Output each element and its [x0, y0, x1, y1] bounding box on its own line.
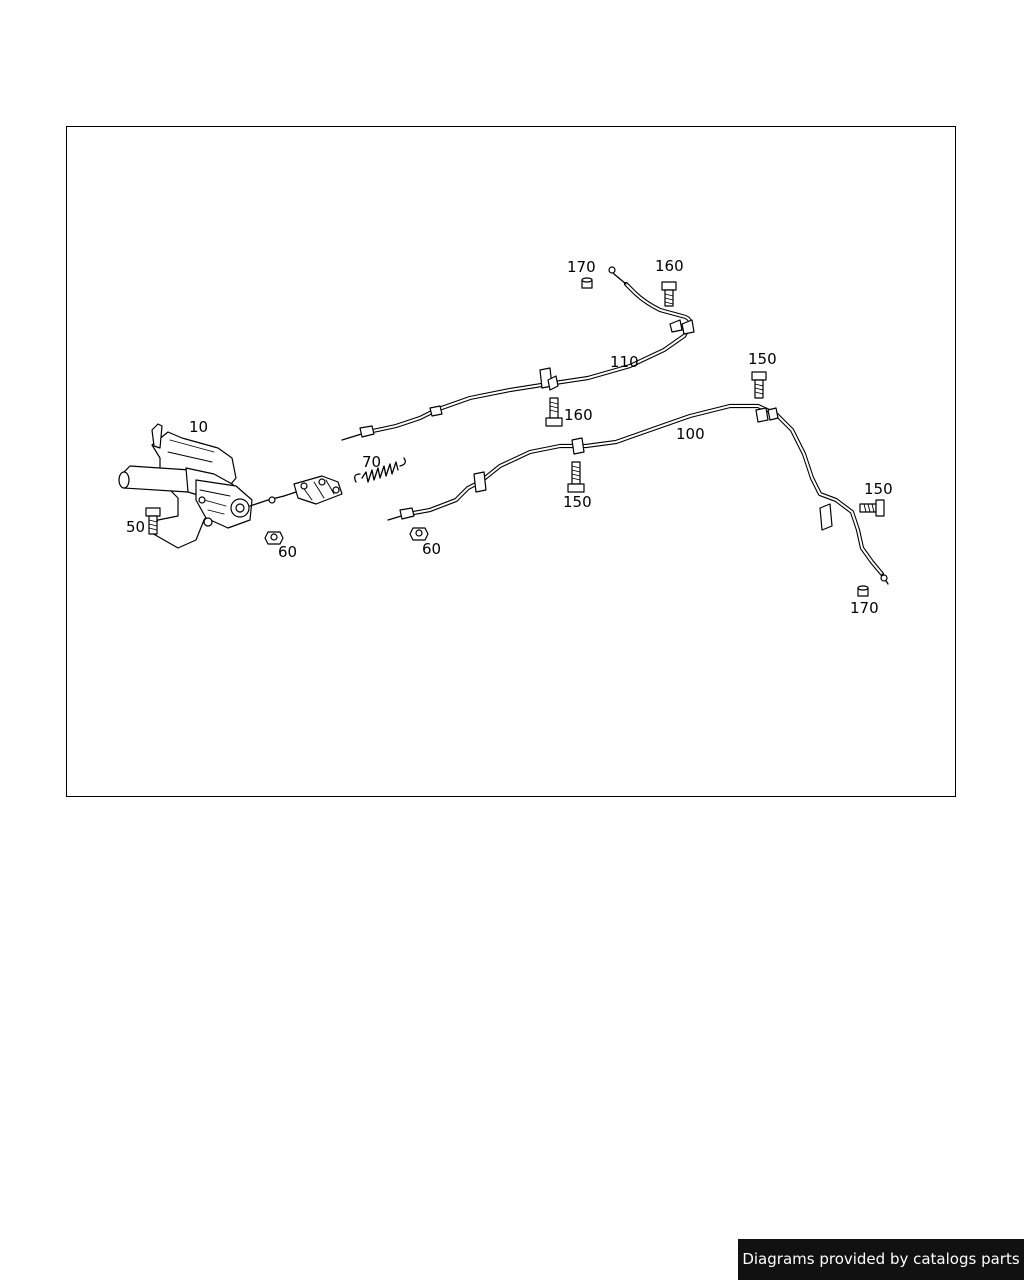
- cable-equalizer-block[interactable]: [283, 475, 343, 505]
- callout-60-right: 60: [422, 540, 441, 558]
- callout-100: 100: [676, 425, 705, 443]
- callout-110: 110: [610, 353, 639, 371]
- callout-70: 70: [362, 453, 381, 471]
- callout-170-top: 170: [567, 258, 596, 276]
- part-170-cap-bottom[interactable]: [857, 585, 869, 597]
- diagram-credit-badge: Diagrams provided by catalogs parts: [738, 1239, 1024, 1280]
- part-100-brake-cable-lower[interactable]: [387, 403, 889, 585]
- part-160-bolt-top[interactable]: [661, 281, 677, 307]
- callout-160-middle: 160: [564, 406, 593, 424]
- part-60-nut-left[interactable]: [264, 531, 284, 545]
- part-70-tension-spring[interactable]: [354, 457, 406, 483]
- callout-50: 50: [126, 518, 145, 536]
- callout-10: 10: [189, 418, 208, 436]
- part-150-bolt-middle[interactable]: [567, 461, 585, 493]
- part-50-bolt[interactable]: [145, 507, 161, 535]
- callout-160-top: 160: [655, 257, 684, 275]
- callout-150-middle: 150: [563, 493, 592, 511]
- callout-170-bottom: 170: [850, 599, 879, 617]
- part-10-brake-lever-assembly[interactable]: [118, 423, 285, 549]
- part-60-nut-right[interactable]: [409, 527, 429, 541]
- part-160-bolt-middle[interactable]: [545, 397, 563, 427]
- diagram-frame: [66, 126, 956, 797]
- callout-150-top: 150: [748, 350, 777, 368]
- part-150-bolt-top[interactable]: [751, 371, 767, 399]
- callout-60-left: 60: [278, 543, 297, 561]
- callout-150-right: 150: [864, 480, 893, 498]
- part-170-cap-top[interactable]: [581, 277, 593, 289]
- part-110-brake-cable-upper[interactable]: [341, 266, 695, 441]
- part-150-bolt-right[interactable]: [859, 499, 885, 517]
